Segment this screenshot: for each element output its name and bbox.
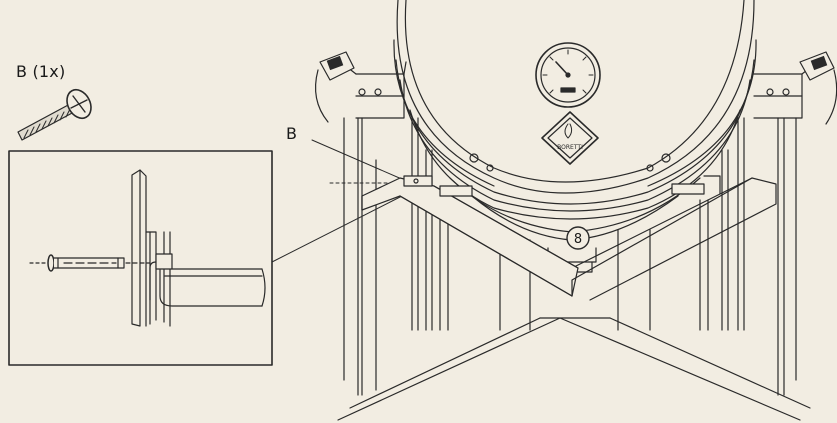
thermometer-icon [535, 42, 601, 108]
detail-inset [8, 150, 273, 366]
step-number: 8 [566, 226, 590, 250]
brand-badge-icon: BORETTI [541, 111, 599, 165]
cross-base [337, 177, 811, 421]
callout-label: B [286, 124, 298, 143]
brand-mark: BORETTI [557, 144, 583, 151]
leg-brackets [403, 175, 721, 197]
part-quantity-label: B (1x) [16, 62, 66, 81]
step-number-text: 8 [574, 232, 582, 247]
bolt-icon [17, 88, 92, 141]
stand-legs [343, 117, 797, 396]
inset-bolt [29, 254, 151, 272]
upper-frame [315, 51, 837, 125]
